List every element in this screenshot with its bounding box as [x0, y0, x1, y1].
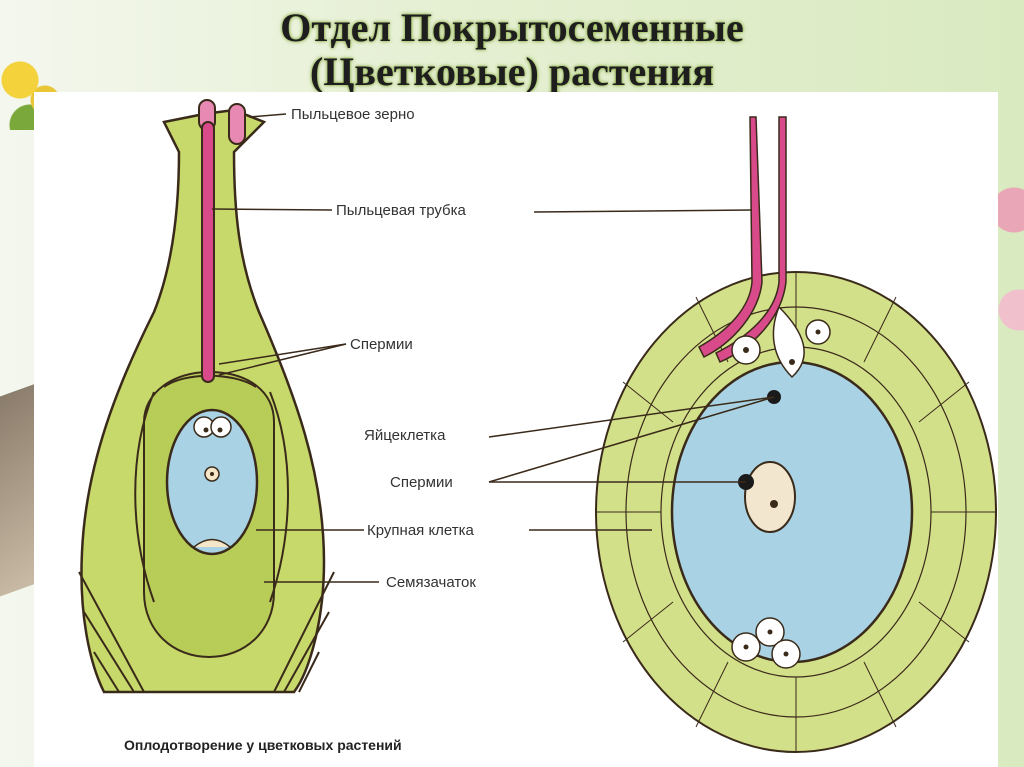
- nucleus: [789, 359, 795, 365]
- label-egg-cell: Яйцеклетка: [364, 427, 446, 444]
- embryo-sac: [165, 408, 259, 556]
- pollen-tube: [201, 121, 215, 383]
- integument-line: [134, 391, 155, 603]
- pollen-grain: [228, 103, 246, 145]
- nucleus: [203, 427, 209, 433]
- label-sperm-top: Спермии: [350, 336, 413, 353]
- antipodal-cells: [193, 538, 231, 548]
- nucleus: [770, 500, 778, 508]
- diagram-panel: Пыльцевое зерно Пыльцевая трубка Спермии…: [34, 92, 998, 767]
- pollen-tube-enlarged: [698, 116, 763, 359]
- sepal-lines-right: [273, 571, 335, 693]
- ovule-enlarged-drawing: [595, 116, 997, 753]
- nucleus: [815, 329, 821, 335]
- title-line-1: Отдел Покрытосеменные: [280, 5, 744, 50]
- blossom-decoration-right: [994, 150, 1024, 370]
- label-pollen-grain: Пыльцевое зерно: [291, 106, 415, 123]
- label-sperm-bottom: Спермии: [390, 474, 453, 491]
- branch-decoration: [0, 383, 36, 597]
- slide-title: Отдел Покрытосеменные (Цветковые) растен…: [0, 6, 1024, 94]
- nucleus: [210, 472, 214, 476]
- label-central-cell: Крупная клетка: [367, 522, 475, 539]
- integument-line: [269, 391, 289, 603]
- synergid-cell: [210, 416, 232, 438]
- central-cell: [744, 461, 796, 533]
- nucleus: [743, 347, 749, 353]
- fertilization-diagram: Пыльцевое зерно Пыльцевая трубка Спермии…: [78, 99, 997, 753]
- sepal-lines-left: [78, 571, 145, 693]
- egg-cell: [772, 305, 805, 379]
- diagram-caption: Оплодотворение у цветковых растений: [124, 737, 402, 753]
- leader-lines: [211, 113, 775, 583]
- pistil-drawing: [78, 99, 335, 694]
- nucleus: [217, 427, 223, 433]
- label-pollen-tube: Пыльцевая трубка: [336, 202, 467, 219]
- label-ovule: Семязачаток: [386, 574, 476, 591]
- title-line-2: (Цветковые) растения: [309, 49, 714, 94]
